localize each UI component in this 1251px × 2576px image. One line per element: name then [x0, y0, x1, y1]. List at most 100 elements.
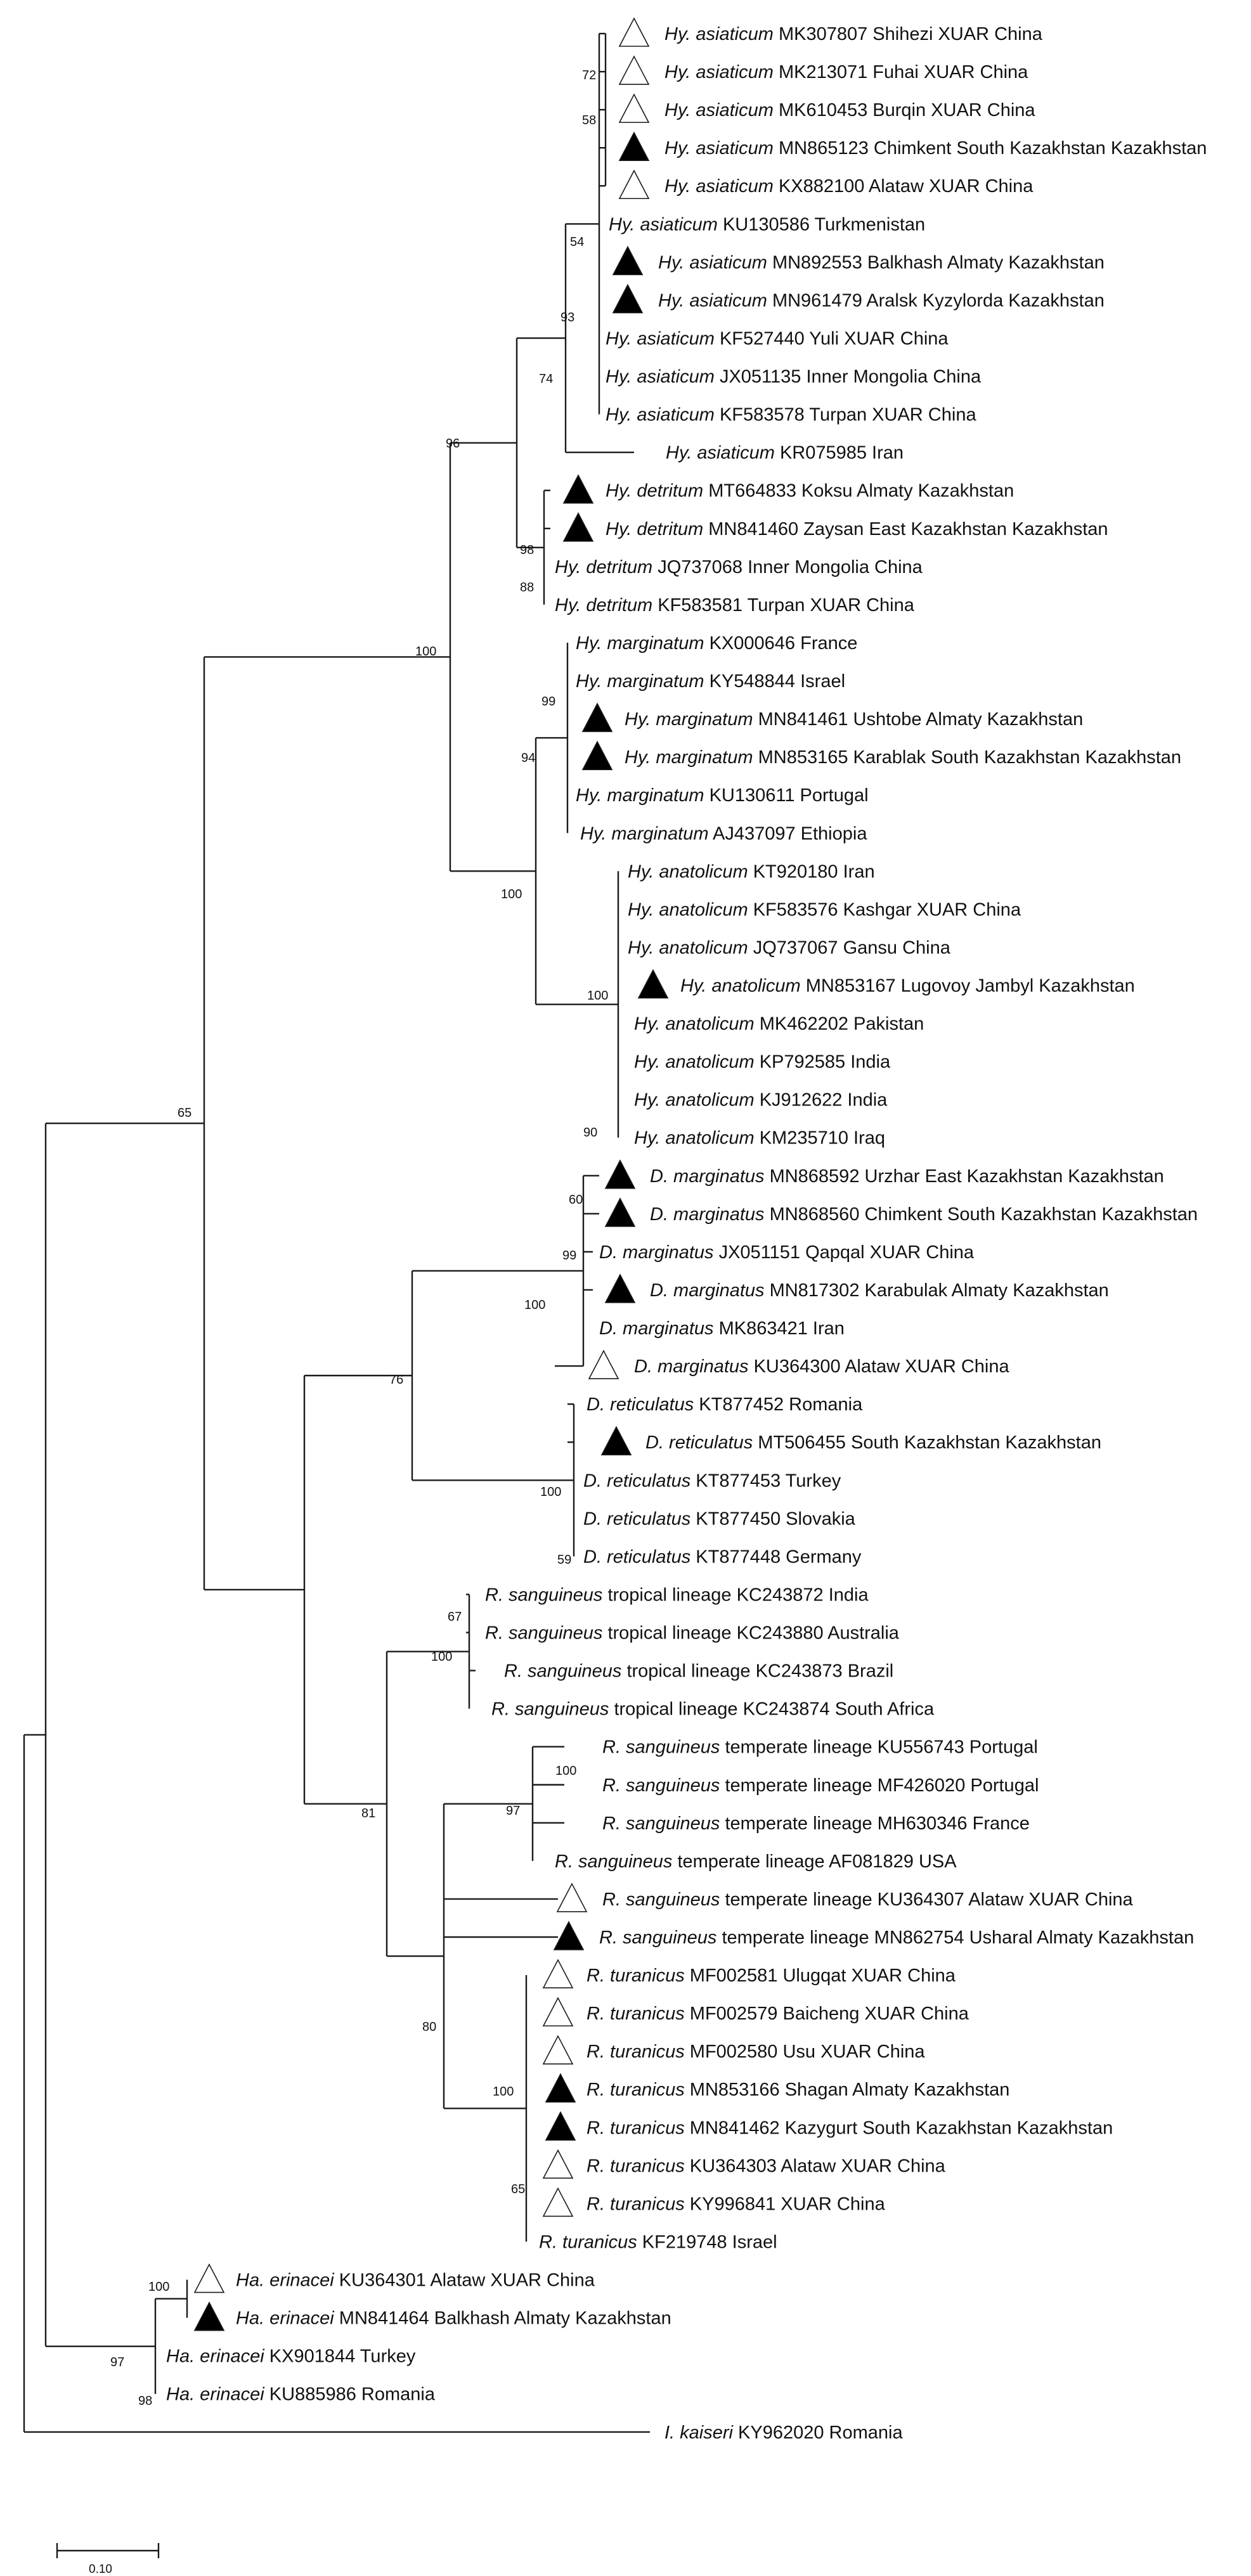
leaf-label: Hy. marginatum KU130611 Portugal [576, 785, 869, 806]
accession-and-origin: JX051135 Inner Mongolia China [715, 367, 982, 387]
species-name: Hy. asiaticum [664, 62, 774, 82]
species-name: Hy. anatolicum [634, 1014, 755, 1034]
species-name: Hy. asiaticum [606, 405, 715, 425]
species-name: R. sanguineus [602, 1813, 720, 1834]
accession-and-origin: MN892553 Balkhash Almaty Kazakhstan [767, 252, 1105, 273]
species-name: D. marginatus [599, 1242, 714, 1263]
bootstrap-value: 94 [521, 751, 535, 765]
bootstrap-value: 93 [561, 311, 574, 325]
accession-and-origin: KT877452 Romania [694, 1394, 863, 1415]
species-name: R. sanguineus [602, 1737, 720, 1758]
species-name: Hy. anatolicum [634, 1090, 755, 1111]
species-name: Hy. anatolicum [628, 861, 748, 882]
species-name: Hy. marginatum [625, 709, 753, 730]
bootstrap-value: 81 [361, 1806, 375, 1820]
bootstrap-value: 90 [583, 1126, 597, 1140]
bootstrap-value: 59 [557, 1553, 571, 1567]
accession-and-origin: KT920180 Iran [748, 861, 875, 882]
species-name: R. turanicus [587, 1966, 685, 1986]
species-name: Hy. anatolicum [628, 937, 748, 958]
species-name: Hy. anatolicum [634, 1052, 755, 1072]
species-name: Hy. detritum [606, 481, 703, 501]
filled-triangle-marker [193, 2301, 225, 2331]
species-name: D. reticulatus [645, 1433, 753, 1453]
accession-and-origin: MK213071 Fuhai XUAR China [774, 62, 1028, 82]
open-triangle-marker [556, 1883, 588, 1912]
leaf-label: Hy. marginatum MN853165 Karablak South K… [625, 747, 1181, 768]
leaf-label: Hy. marginatum MN841461 Ushtobe Almaty K… [625, 709, 1083, 730]
leaf-label: R. sanguineus tropical lineage KC243872 … [485, 1585, 869, 1605]
leaf-label: D. marginatus JX051151 Qapqal XUAR China [599, 1242, 975, 1263]
bootstrap-value: 80 [422, 2020, 436, 2034]
accession-and-origin: tropical lineage KC243873 Brazil [621, 1661, 893, 1682]
open-triangle-marker [618, 93, 650, 123]
leaf-label: D. reticulatus KT877452 Romania [587, 1394, 863, 1415]
accession-and-origin: KX000646 France [704, 633, 858, 654]
leaf-label: R. turanicus KF219748 Israel [539, 2232, 777, 2252]
species-name: Hy. asiaticum [609, 214, 718, 235]
accession-and-origin: MN841460 Zaysan East Kazakhstan Kazakhst… [703, 519, 1108, 539]
species-name: R. sanguineus [555, 1852, 672, 1872]
accession-and-origin: tropical lineage KC243880 Australia [602, 1623, 899, 1644]
accession-and-origin: MN961479 Aralsk Kyzylorda Kazakhstan [767, 290, 1105, 311]
leaf-label: Hy. detritum KF583581 Turpan XUAR China [555, 595, 915, 615]
leaf-label: D. reticulatus KT877450 Slovakia [583, 1509, 856, 1529]
leaf-label: D. reticulatus MT506455 South Kazakhstan… [645, 1433, 1101, 1453]
bootstrap-value: 97 [506, 1804, 520, 1818]
accession-and-origin: KU130586 Turkmenistan [718, 214, 925, 235]
bootstrap-value: 88 [520, 581, 534, 595]
accession-and-origin: MN817302 Karabulak Almaty Kazakhstan [765, 1280, 1109, 1301]
leaf-label: Hy. anatolicum KT920180 Iran [628, 861, 875, 882]
bootstrap-value: 96 [446, 437, 460, 451]
accession-and-origin: temperate lineage MN862754 Usharal Almat… [716, 1928, 1194, 1948]
leaf-label: Hy. anatolicum KF583576 Kashgar XUAR Chi… [628, 899, 1021, 920]
leaf-label: D. marginatus MN868560 Chimkent South Ka… [650, 1204, 1198, 1225]
leaf-label: Hy. anatolicum JQ737067 Gansu China [628, 937, 951, 958]
bootstrap-value: 58 [582, 113, 596, 127]
bootstrap-value: 60 [569, 1193, 583, 1207]
species-name: Hy. anatolicum [628, 899, 748, 920]
accession-and-origin: KF583581 Turpan XUAR China [652, 595, 915, 615]
leaf-label: R. sanguineus tropical lineage KC243873 … [504, 1661, 893, 1682]
leaf-label: R. turanicus MF002580 Usu XUAR China [587, 2042, 925, 2062]
leaf-label: R. turanicus MN853166 Shagan Almaty Kaza… [587, 2080, 1009, 2100]
leaf-label: R. sanguineus temperate lineage KU364307… [602, 1890, 1134, 1910]
accession-and-origin: MK462202 Pakistan [755, 1014, 924, 1034]
species-name: Hy. marginatum [576, 785, 704, 806]
leaf-label: R. turanicus MN841462 Kazygurt South Kaz… [587, 2118, 1113, 2138]
species-name: D. marginatus [634, 1356, 749, 1377]
accession-and-origin: temperate lineage KU556743 Portugal [720, 1737, 1037, 1758]
species-name: D. reticulatus [587, 1394, 694, 1415]
bootstrap-support-values: 7258549374969888100999410010090656099100… [110, 68, 608, 2408]
filled-triangle-marker [600, 1426, 632, 1456]
bootstrap-value: 97 [110, 2355, 124, 2369]
scale-bar-label: 0.10 [89, 2563, 112, 2576]
species-name: R. turanicus [587, 2004, 685, 2024]
bootstrap-value: 100 [524, 1298, 545, 1312]
accession-and-origin: KY548844 Israel [704, 671, 845, 692]
leaf-label: Hy. asiaticum JX051135 Inner Mongolia Ch… [606, 367, 982, 387]
leaf-label: D. marginatus MN817302 Karabulak Almaty … [650, 1280, 1109, 1301]
accession-and-origin: MF002579 Baicheng XUAR China [685, 2004, 969, 2024]
species-name: R. sanguineus [504, 1661, 621, 1682]
species-name: Hy. anatolicum [680, 976, 801, 996]
filled-triangle-marker [562, 512, 594, 542]
species-name: Hy. asiaticum [664, 100, 774, 120]
bootstrap-value: 65 [511, 2182, 525, 2196]
species-name: D. reticulatus [583, 1547, 690, 1567]
filled-triangle-marker [604, 1159, 636, 1189]
accession-and-origin: MK307807 Shihezi XUAR China [774, 24, 1043, 44]
bootstrap-value: 72 [582, 68, 596, 82]
leaf-label: Hy. asiaticum KF527440 Yuli XUAR China [606, 328, 949, 349]
open-triangle-marker [618, 17, 650, 47]
leaf-label: D. marginatus MN868592 Urzhar East Kazak… [650, 1166, 1164, 1187]
leaf-label: Hy. marginatum AJ437097 Ethiopia [580, 823, 867, 844]
accession-and-origin: tropical lineage KC243872 India [602, 1585, 869, 1605]
bootstrap-value: 99 [541, 695, 555, 709]
leaf-label: Hy. marginatum KX000646 France [576, 633, 857, 654]
accession-and-origin: tropical lineage KC243874 South Africa [609, 1699, 935, 1720]
bootstrap-value: 100 [493, 2085, 514, 2099]
filled-triangle-marker [637, 969, 669, 999]
accession-and-origin: MN865123 Chimkent South Kazakhstan Kazak… [774, 138, 1207, 158]
species-name: D. reticulatus [583, 1471, 690, 1491]
